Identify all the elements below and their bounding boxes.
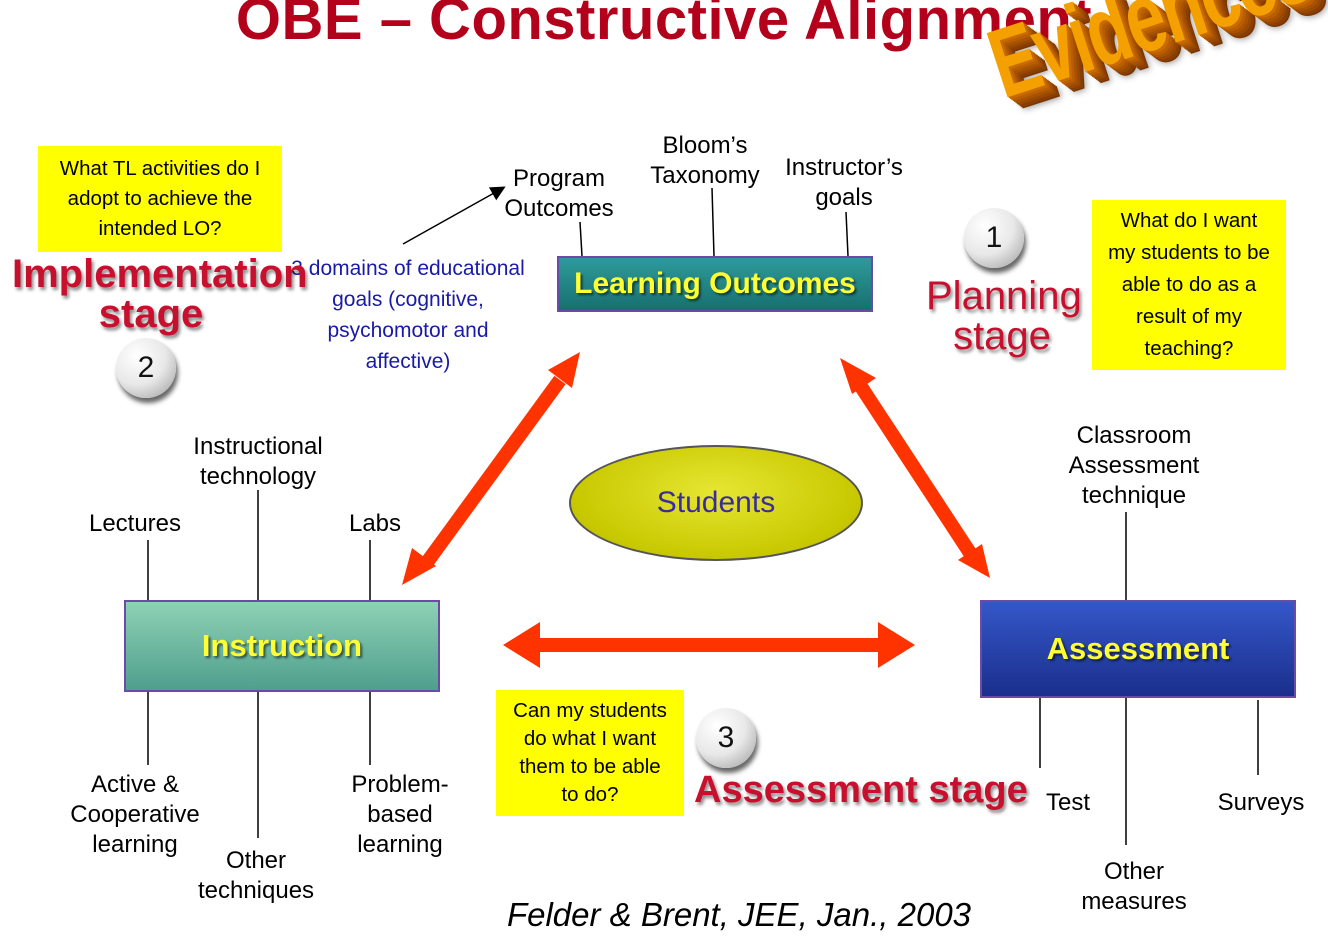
stage-1-circle: 1 xyxy=(964,208,1024,268)
domains-pointer-arrow xyxy=(402,186,506,245)
learning-outcomes-label: Learning Outcomes xyxy=(574,267,856,300)
arrow-instruction-assessment xyxy=(503,622,915,668)
learning-outcomes-box: Learning Outcomes xyxy=(557,256,873,312)
labs-label: Labs xyxy=(348,510,402,537)
students-ellipse: Students xyxy=(569,445,863,561)
test-label: Test xyxy=(1045,789,1090,816)
arrow-learning-outcomes-assessment xyxy=(840,358,990,578)
program-outcomes-connector xyxy=(579,221,583,257)
stage-3-circle: 3 xyxy=(696,708,756,768)
surveys-label: Surveys xyxy=(1217,789,1305,816)
students-label: Students xyxy=(656,486,776,519)
arrow-instruction-learning-outcomes xyxy=(402,352,580,585)
stage-2-circle: 2 xyxy=(116,338,176,398)
instruction-label: Instruction xyxy=(201,628,363,663)
lectures-label: Lectures xyxy=(88,510,182,537)
assessment-box: Assessment xyxy=(980,600,1296,698)
assessment-stage-label: Assessment stage xyxy=(694,769,1028,811)
page-title: OBE – Constructive Alignment xyxy=(235,0,1093,52)
citation: Felder & Brent, JEE, Jan., 2003 xyxy=(506,896,972,933)
instruction-box: Instruction xyxy=(124,600,440,692)
assessment-label: Assessment xyxy=(1046,631,1230,666)
blooms-connector xyxy=(711,187,715,257)
instructor-goals-connector xyxy=(845,211,849,257)
